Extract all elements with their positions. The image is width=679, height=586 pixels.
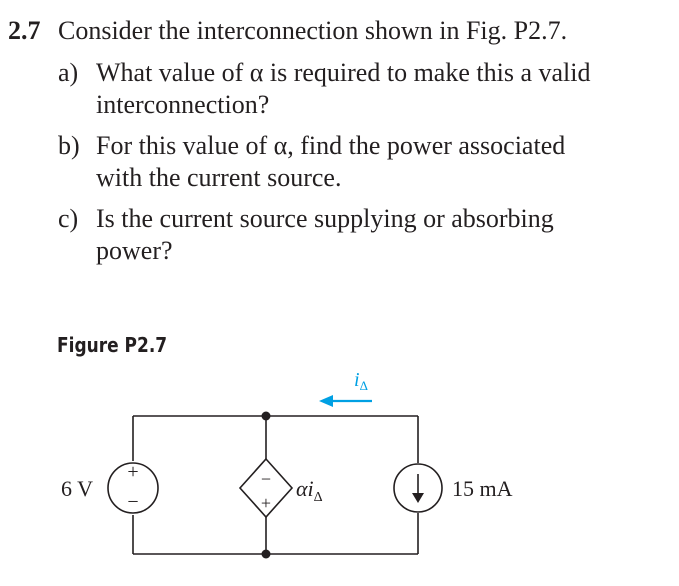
- part-a-line-2: interconnection?: [96, 90, 270, 119]
- bottom-node: [261, 549, 271, 559]
- i-delta-arrow-head: [319, 395, 333, 407]
- i-delta-label: iΔ: [354, 369, 368, 393]
- i-delta-label-main: i: [354, 369, 360, 391]
- i-delta-label-subscript: Δ: [360, 378, 368, 393]
- dependent-source-label: αiΔ: [296, 476, 323, 505]
- dependent-source-label-main: αi: [296, 476, 314, 501]
- dependent-source-minus: −: [261, 469, 271, 489]
- part-b-line-2: with the current source.: [96, 163, 342, 192]
- part-b-line-1: For this value of α, find the power asso…: [96, 131, 566, 160]
- part-a-label: a): [58, 58, 79, 87]
- problem-number: 2.7: [8, 16, 41, 45]
- part-b-label: b): [58, 131, 80, 160]
- voltage-source-plus: +: [127, 461, 138, 483]
- part-a-line-1: What value of α is required to make this…: [96, 58, 591, 87]
- problem-prompt: Consider the interconnection shown in Fi…: [58, 16, 568, 45]
- dependent-source-label-subscript: Δ: [314, 490, 323, 505]
- dependent-source-diamond: [238, 457, 294, 519]
- current-source-arrow-head: [412, 493, 424, 503]
- figure-caption: Figure P2.7: [57, 333, 168, 357]
- current-source-circle: [393, 463, 443, 513]
- voltage-source-minus: −: [127, 491, 138, 513]
- voltage-source-circle: [107, 462, 159, 514]
- dependent-source-plus: +: [261, 493, 271, 513]
- voltage-source-label: 6 V: [61, 476, 93, 501]
- part-c-line-2: power?: [96, 236, 173, 265]
- top-node: [261, 411, 271, 421]
- part-c-label: c): [58, 204, 79, 233]
- current-source-label: 15 mA: [452, 476, 513, 501]
- part-c-line-1: Is the current source supplying or absor…: [96, 204, 554, 233]
